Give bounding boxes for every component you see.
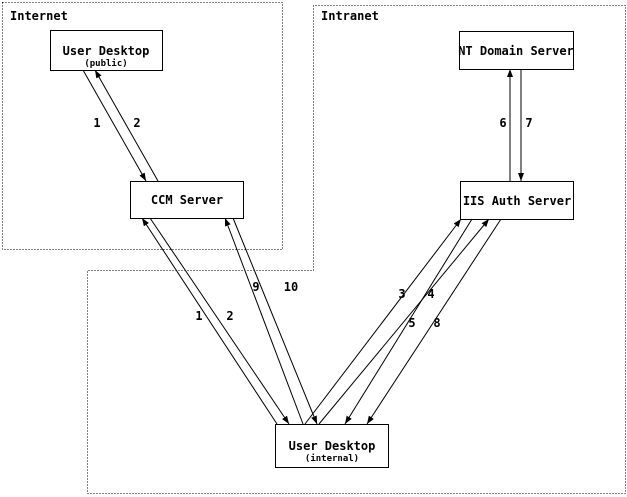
step-label-10: 10	[284, 280, 298, 294]
node-ccm-server: CCM Server	[130, 181, 244, 219]
edge-ccm-to-public-desktop-2	[94, 69, 159, 182]
step-label-2-internal: 2	[226, 309, 233, 323]
internet-zone-border	[2, 2, 283, 250]
edge-public-desktop-to-ccm-1	[82, 69, 147, 182]
node-user-desktop-public: User Desktop (public)	[50, 30, 163, 71]
step-label-7: 7	[525, 116, 532, 130]
node-iis-auth-server: IIS Auth Server	[460, 181, 574, 220]
edge-iis-to-internal-desktop-8	[366, 218, 502, 425]
step-label-6: 6	[499, 116, 506, 130]
edge-internal-desktop-to-iis-5	[318, 218, 490, 425]
nt-domain-server-label: NT Domain Server	[458, 44, 574, 58]
step-label-1-public: 1	[93, 116, 100, 130]
iis-auth-server-box	[460, 181, 574, 220]
step-label-1-internal: 1	[195, 309, 202, 323]
step-label-2-public: 2	[133, 116, 140, 130]
edge-internal-desktop-to-ccm-9	[224, 217, 304, 425]
step-label-8: 8	[433, 316, 440, 330]
user-desktop-internal-box	[275, 424, 389, 468]
edge-ccm-to-internal-desktop-10	[232, 217, 318, 425]
user-desktop-public-sublabel: (public)	[84, 58, 127, 69]
step-label-3: 3	[398, 287, 405, 301]
edge-internal-desktop-to-ccm-1	[141, 217, 278, 425]
iis-auth-server-label: IIS Auth Server	[463, 194, 571, 208]
step-label-5: 5	[408, 316, 415, 330]
step-label-9: 9	[252, 280, 259, 294]
edge-internal-desktop-to-iis-3	[304, 218, 462, 425]
user-desktop-public-box	[50, 30, 163, 71]
edge-iis-to-internal-desktop-4	[344, 218, 473, 425]
edge-ccm-to-internal-desktop-2	[149, 217, 290, 425]
user-desktop-public-label: User Desktop	[63, 44, 150, 58]
intranet-zone-border	[87, 5, 626, 494]
internet-zone-label: Internet	[10, 9, 68, 23]
user-desktop-internal-sublabel: (internal)	[305, 453, 359, 464]
ccm-server-box	[130, 181, 244, 219]
node-nt-domain-server: NT Domain Server	[458, 31, 574, 70]
node-user-desktop-internal: User Desktop (internal)	[275, 424, 389, 468]
nt-domain-server-box	[459, 31, 574, 70]
user-desktop-internal-label: User Desktop	[289, 439, 376, 453]
ccm-server-label: CCM Server	[151, 193, 223, 207]
intranet-zone-label: Intranet	[321, 9, 379, 23]
step-label-4: 4	[427, 287, 434, 301]
